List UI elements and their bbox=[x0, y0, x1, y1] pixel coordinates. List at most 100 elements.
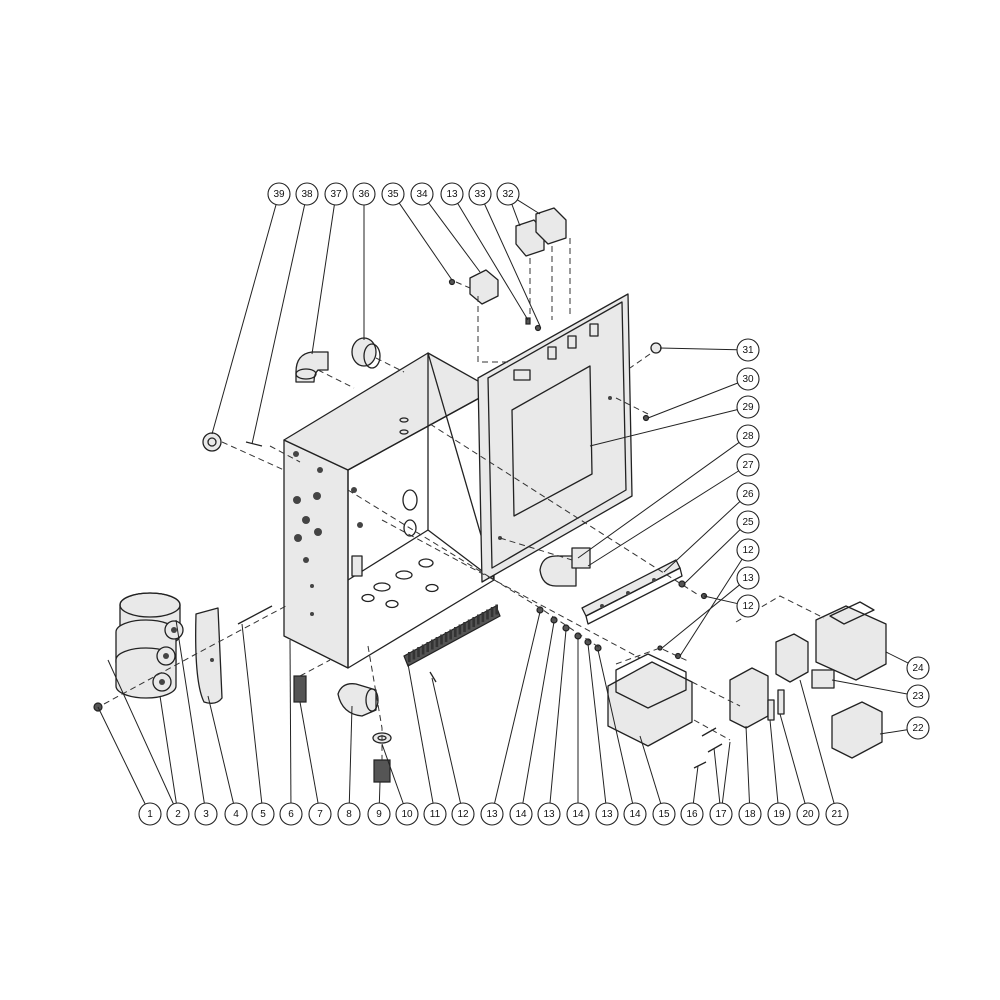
callout-26: 26 bbox=[736, 482, 760, 506]
callout-bubble bbox=[566, 802, 590, 826]
callout-bubble bbox=[352, 182, 376, 206]
callout-leader-39 bbox=[211, 204, 277, 435]
callout-13: 13 bbox=[440, 182, 464, 206]
callout-leader-18 bbox=[745, 725, 750, 804]
callout-label: 13 bbox=[486, 809, 498, 820]
callout-label: 13 bbox=[742, 573, 754, 584]
terminal-tooth bbox=[472, 617, 475, 627]
terminal-tooth bbox=[467, 619, 471, 630]
callout-13: 13 bbox=[595, 802, 619, 826]
callout-bubble bbox=[496, 182, 520, 206]
terminal-tooth bbox=[431, 639, 434, 650]
terminal-tooth bbox=[458, 624, 462, 635]
callout-label: 16 bbox=[686, 809, 698, 820]
callout-10: 10 bbox=[395, 802, 419, 826]
callout-37: 37 bbox=[324, 182, 348, 206]
callout-17: 17 bbox=[709, 802, 733, 826]
callout-11: 11 bbox=[423, 802, 447, 826]
terminal-tooth bbox=[426, 642, 429, 652]
terminal-tooth bbox=[421, 644, 425, 655]
callout-bubble bbox=[537, 802, 561, 826]
callout-label: 25 bbox=[742, 517, 754, 528]
callout-label: 17 bbox=[715, 809, 727, 820]
callout-bubble bbox=[308, 802, 332, 826]
callout-leader-14 bbox=[522, 621, 555, 804]
callout-leader-7 bbox=[299, 701, 319, 804]
callout-leader-13 bbox=[494, 611, 541, 804]
callout-leader-13 bbox=[549, 629, 567, 804]
terminal-strip bbox=[403, 604, 501, 667]
callout-bubble bbox=[267, 182, 291, 206]
callout-label: 22 bbox=[912, 723, 924, 734]
terminal-tooth bbox=[440, 634, 443, 645]
callout-bubble bbox=[736, 367, 760, 391]
callout-leader-6 bbox=[289, 639, 292, 804]
callout-20: 20 bbox=[796, 802, 820, 826]
callout-label: 32 bbox=[502, 189, 514, 200]
callout-label: 13 bbox=[601, 809, 613, 820]
callout-leader-37 bbox=[311, 204, 335, 355]
callout-leader-2 bbox=[159, 695, 177, 804]
callout-leader-19 bbox=[769, 719, 779, 804]
callout-bubble bbox=[468, 182, 492, 206]
callout-bubble bbox=[623, 802, 647, 826]
callout-leader-13 bbox=[661, 584, 740, 649]
assembly-lines bbox=[103, 238, 825, 760]
callout-label: 8 bbox=[346, 809, 352, 820]
callout-6: 6 bbox=[279, 802, 303, 826]
callout-30: 30 bbox=[736, 367, 760, 391]
terminal-tooth bbox=[481, 612, 485, 622]
callout-24: 24 bbox=[906, 656, 930, 680]
callout-leader-17 bbox=[713, 747, 721, 804]
callout-leader-12 bbox=[679, 558, 743, 657]
callout-bubble bbox=[423, 802, 447, 826]
callout-31: 31 bbox=[736, 338, 760, 362]
callout-bubble bbox=[509, 802, 533, 826]
terminal-tooth bbox=[449, 629, 452, 640]
callout-label: 38 bbox=[301, 189, 313, 200]
callout-leader-24 bbox=[885, 651, 909, 664]
callout-14: 14 bbox=[623, 802, 647, 826]
callout-28: 28 bbox=[736, 424, 760, 448]
callout-label: 19 bbox=[773, 809, 785, 820]
hardware bbox=[93, 207, 887, 783]
callout-bubble bbox=[595, 802, 619, 826]
callout-13: 13 bbox=[480, 802, 504, 826]
terminal-tooth bbox=[412, 649, 416, 660]
callout-19: 19 bbox=[767, 802, 791, 826]
din-rail bbox=[581, 559, 683, 625]
callout-label: 29 bbox=[742, 402, 754, 413]
terminal-tooth bbox=[486, 609, 489, 620]
callout-18: 18 bbox=[738, 802, 762, 826]
callout-bubble bbox=[381, 182, 405, 206]
callout-label: 26 bbox=[742, 489, 754, 500]
callout-12: 12 bbox=[736, 594, 760, 618]
callout-13: 13 bbox=[736, 566, 760, 590]
callout-leader-8 bbox=[348, 705, 353, 804]
callout-bubble bbox=[395, 802, 419, 826]
callout-leader-33 bbox=[484, 203, 541, 327]
callout-label: 36 bbox=[358, 189, 370, 200]
callout-leader-10 bbox=[381, 743, 404, 804]
callout-bubble bbox=[480, 802, 504, 826]
callout-label: 24 bbox=[912, 663, 924, 674]
callout-25: 25 bbox=[736, 510, 760, 534]
terminal-tooth bbox=[463, 622, 466, 632]
callout-leader-31 bbox=[659, 347, 738, 351]
callout-bubble bbox=[906, 716, 930, 740]
callout-label: 4 bbox=[233, 809, 239, 820]
callout-5: 5 bbox=[251, 802, 275, 826]
callout-bubble bbox=[767, 802, 791, 826]
callout-15: 15 bbox=[652, 802, 676, 826]
callout-bubble bbox=[736, 538, 760, 562]
callout-bubble bbox=[324, 182, 348, 206]
callout-label: 37 bbox=[330, 189, 342, 200]
callout-bubble bbox=[224, 802, 248, 826]
terminal-tooth bbox=[435, 637, 439, 647]
callout-bubble bbox=[337, 802, 361, 826]
callout-27: 27 bbox=[736, 453, 760, 477]
callout-label: 30 bbox=[742, 374, 754, 385]
callout-label: 39 bbox=[273, 189, 285, 200]
